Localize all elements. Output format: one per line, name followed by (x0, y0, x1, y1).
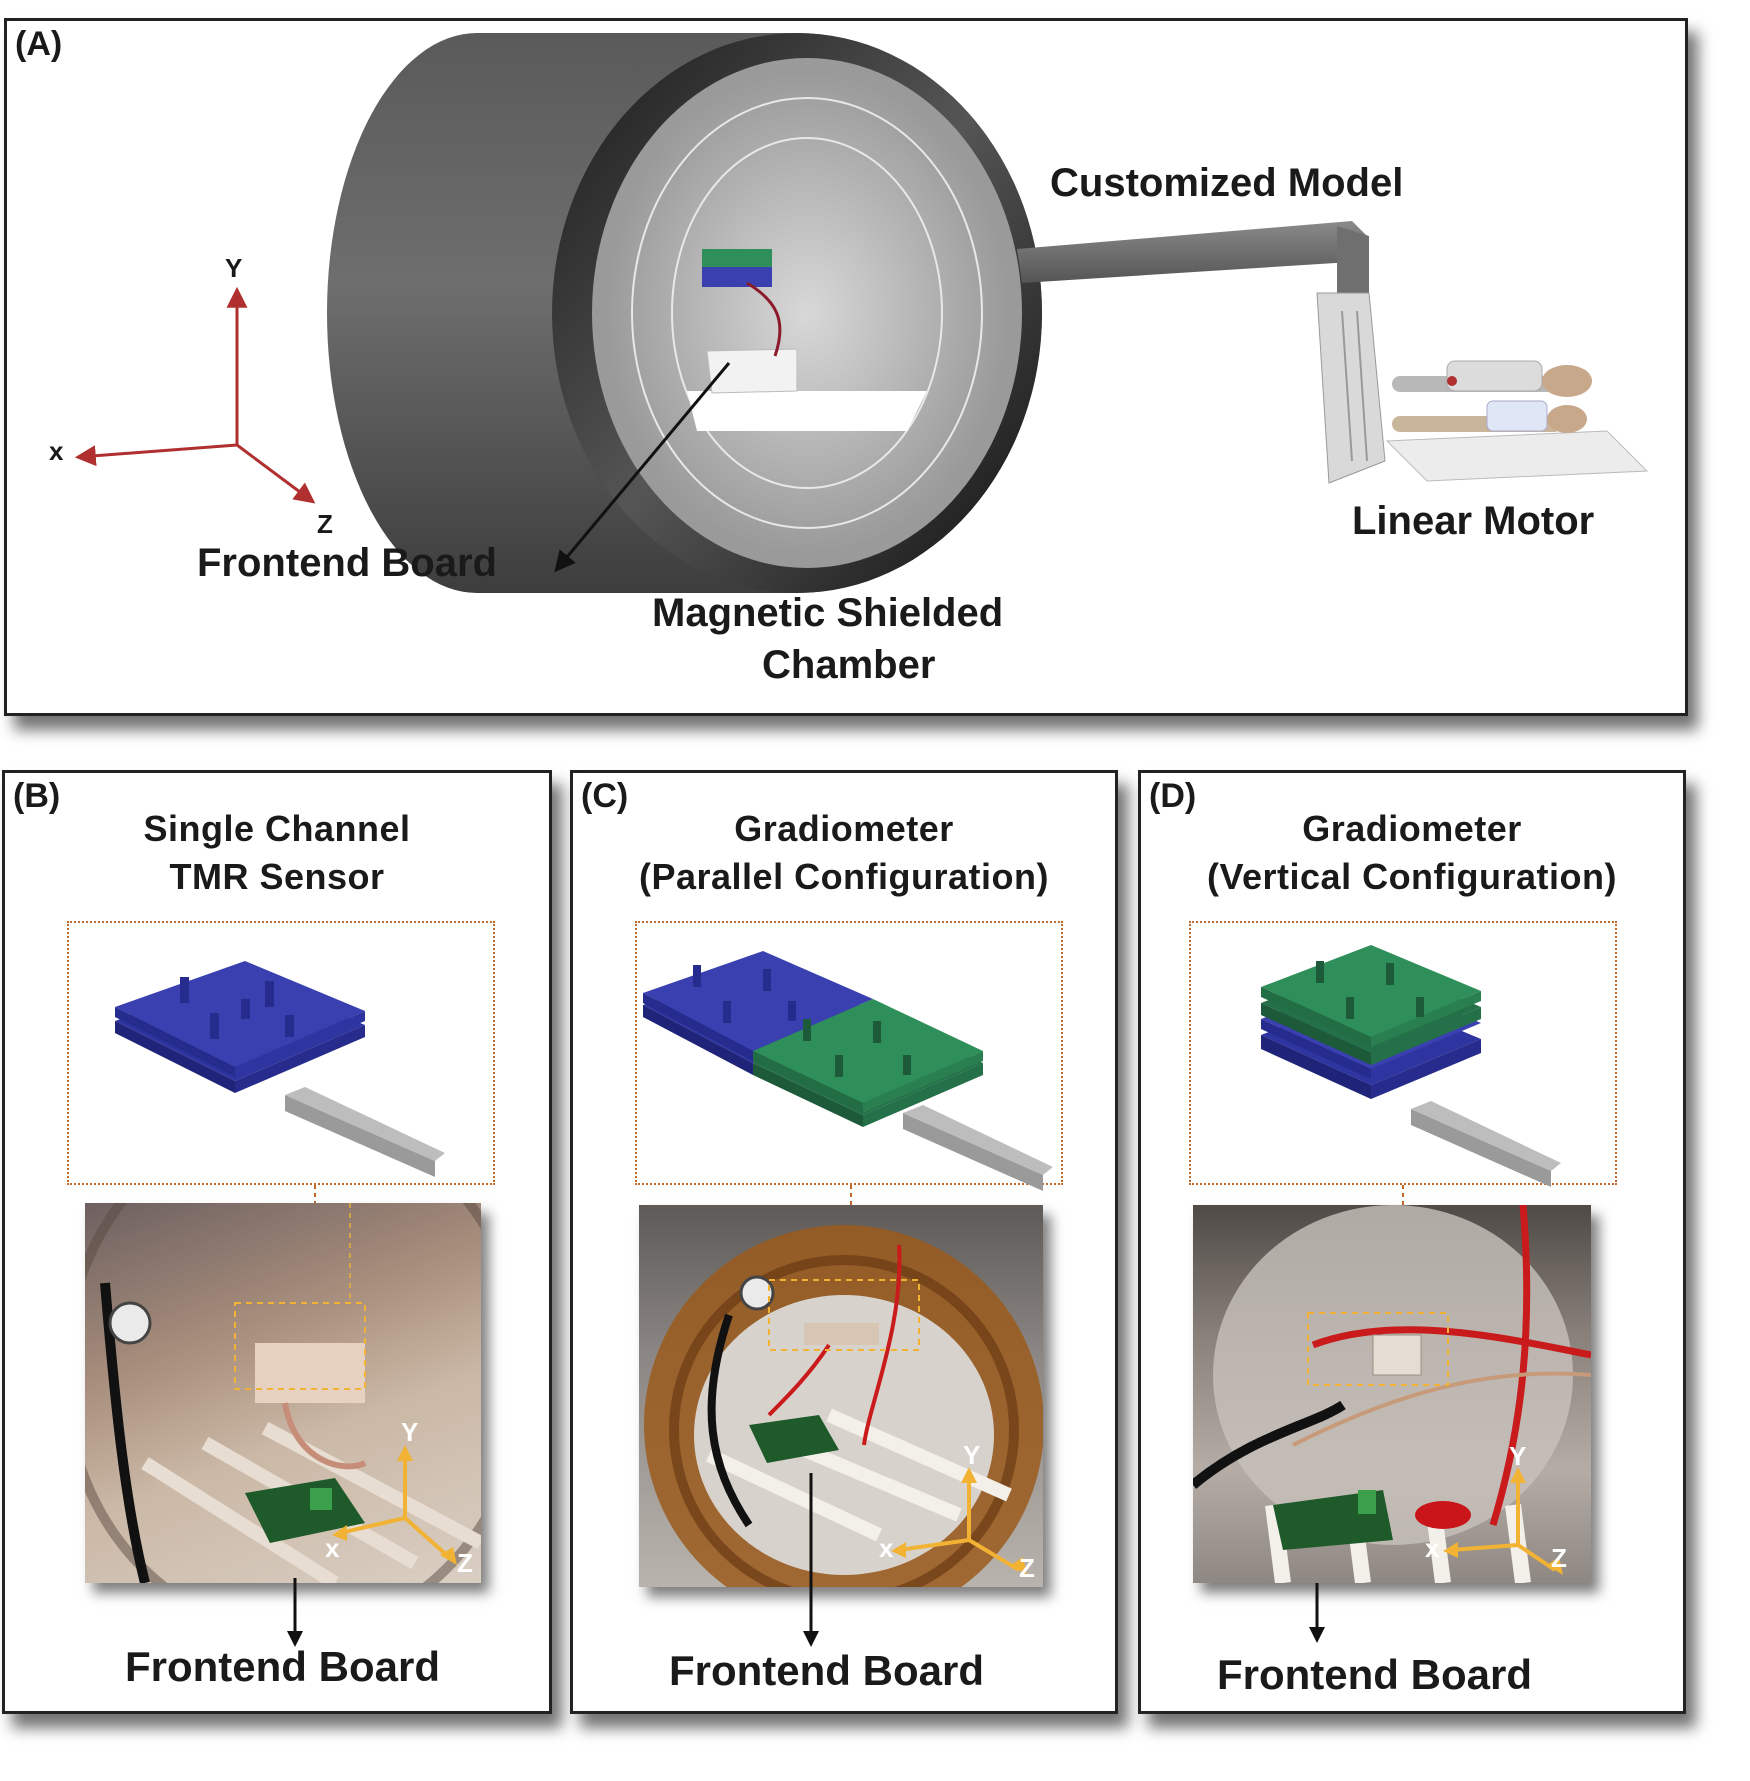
panel-b-title-line1: Single Channel (143, 808, 411, 849)
panel-d: (D) Gradiometer (Vertical Configuration) (1138, 770, 1686, 1714)
linear-motor-render (1385, 360, 1649, 482)
panel-c-title-line1: Gradiometer (734, 808, 954, 849)
sensor-render-box-b (67, 921, 495, 1185)
photo-c-axis-y: Y (963, 1440, 981, 1470)
linear-motor-label: Linear Motor (1352, 499, 1595, 543)
panel-b: (B) Single Channel TMR Sensor (2, 770, 552, 1714)
photo-single-channel-setup: Y x Z (85, 1203, 481, 1583)
axis-z-label: Z (317, 509, 333, 539)
panel-c: (C) Gradiometer (Parallel Configuration) (570, 770, 1118, 1714)
axes-triad-a (74, 286, 316, 504)
panel-a: (A) (4, 18, 1688, 716)
panel-a-label: (A) (15, 25, 63, 63)
customized-model-label: Customized Model (1050, 161, 1404, 205)
panel-c-label: (C) (581, 777, 629, 815)
single-channel-sensor-render (115, 961, 445, 1177)
photo-gradiometer-vertical-setup: Y x Z (1193, 1205, 1591, 1583)
panel-b-title-line2: TMR Sensor (169, 856, 385, 897)
panel-d-label: (D) (1149, 777, 1197, 815)
panel-c-caption: Frontend Board (669, 1647, 984, 1694)
frontend-pointer-b (287, 1578, 303, 1647)
gradiometer-parallel-render (643, 951, 1053, 1191)
magnetic-shielded-chamber (327, 33, 1042, 593)
experimental-setup-render (74, 33, 1649, 593)
gradiometer-vertical-render (1261, 945, 1561, 1187)
photo-d-axis-y: Y (1509, 1441, 1527, 1471)
frontend-board-pointer (554, 362, 731, 573)
frontend-pointer-d (1309, 1583, 1325, 1643)
panel-d-title-line1: Gradiometer (1302, 808, 1522, 849)
frontend-pointer-c (803, 1473, 819, 1647)
chamber-label-line1: Magnetic Shielded (652, 591, 1004, 635)
axis-x-label: x (49, 436, 64, 466)
panel-c-title-line2: (Parallel Configuration) (638, 856, 1050, 897)
photo-b-axis-y: Y (401, 1417, 419, 1447)
customized-model-arm (1017, 221, 1386, 484)
photo-b-axis-z: Z (457, 1548, 473, 1578)
panel-d-title-line2: (Vertical Configuration) (1206, 856, 1618, 897)
photo-gradiometer-parallel-setup: Y x Z (639, 1205, 1043, 1587)
photo-d-axis-x: x (1425, 1533, 1440, 1563)
chamber-label-line2: Chamber (762, 643, 936, 687)
panel-d-caption: Frontend Board (1217, 1651, 1532, 1698)
photo-c-axis-x: x (879, 1533, 894, 1563)
photo-c-axis-z: Z (1019, 1553, 1035, 1583)
panel-b-caption: Frontend Board (125, 1643, 440, 1690)
frontend-board-label: Frontend Board (197, 541, 497, 585)
photo-d-axis-z: Z (1551, 1543, 1567, 1573)
photo-b-axis-x: x (325, 1533, 340, 1563)
sensor-render-box-c (635, 921, 1063, 1185)
sensor-render-box-d (1189, 921, 1617, 1185)
panel-b-label: (B) (13, 777, 61, 815)
axis-y-label: Y (225, 253, 243, 283)
